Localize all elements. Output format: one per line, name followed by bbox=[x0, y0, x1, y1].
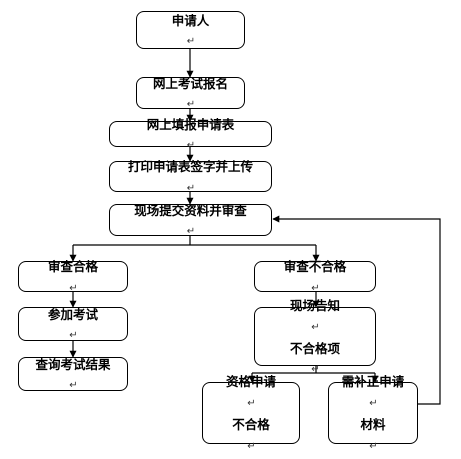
return-mark-icon: ↵ bbox=[186, 140, 196, 152]
node-query-result-text: 查询考试结果 bbox=[35, 356, 111, 372]
node-fill-form: 网上填报申请表 ↵ bbox=[109, 117, 272, 151]
node-review-fail: 审查不合格 ↵ bbox=[254, 259, 376, 294]
node-review-pass-text: 审查合格 bbox=[47, 259, 98, 275]
return-mark-icon: ↵ bbox=[247, 398, 256, 409]
node-unqualified-line-1: 资格申请 bbox=[225, 374, 276, 390]
node-review-pass: 审查合格 ↵ bbox=[18, 259, 128, 294]
node-take-exam: 参加考试 ↵ bbox=[18, 307, 128, 341]
node-notify: 现场告知 ↵ 不合格项 ↵ bbox=[254, 298, 376, 375]
node-query-result: 查询考试结果 ↵ bbox=[18, 357, 128, 391]
node-online-register: 网上考试报名 ↵ bbox=[136, 76, 245, 110]
return-mark-icon: ↵ bbox=[311, 321, 320, 333]
node-print-sign-text: 打印申请表签字并上传 bbox=[127, 159, 253, 175]
node-supplement-line-2: 材料 bbox=[360, 417, 386, 432]
node-onsite-review-text: 现场提交资料并审查 bbox=[134, 202, 247, 218]
arrow-supplement-loop-back bbox=[272, 215, 441, 405]
node-online-register-text: 网上考试报名 bbox=[152, 75, 228, 91]
return-mark-icon: ↵ bbox=[311, 364, 320, 376]
return-mark-icon: ↵ bbox=[69, 380, 78, 392]
return-mark-icon: ↵ bbox=[186, 99, 196, 111]
node-fill-form-text: 网上填报申请表 bbox=[146, 116, 235, 132]
return-mark-icon: ↵ bbox=[186, 226, 196, 238]
node-print-sign: 打印申请表签字并上传 ↵ bbox=[109, 159, 272, 194]
node-unqualified: 资格申请 ↵ 不合格 ↵ bbox=[202, 374, 300, 452]
return-mark-icon: ↵ bbox=[369, 440, 378, 452]
node-take-exam-text: 参加考试 bbox=[47, 306, 98, 322]
return-mark-icon: ↵ bbox=[69, 282, 78, 294]
node-onsite-review: 现场提交资料并审查 ↵ bbox=[109, 203, 272, 237]
node-supplement: 需补正申请 ↵ 材料 ↵ bbox=[328, 374, 418, 452]
node-notify-line-1: 现场告知 bbox=[289, 297, 340, 313]
node-applicant-text: 申请人 bbox=[171, 12, 210, 28]
node-notify-line-2: 不合格项 bbox=[289, 340, 340, 356]
node-review-fail-text: 审查不合格 bbox=[283, 259, 347, 275]
return-mark-icon: ↵ bbox=[69, 330, 78, 342]
return-mark-icon: ↵ bbox=[186, 36, 196, 48]
return-mark-icon: ↵ bbox=[186, 182, 196, 194]
node-applicant: 申请人 ↵ bbox=[136, 11, 245, 49]
return-mark-icon: ↵ bbox=[247, 440, 256, 452]
return-mark-icon: ↵ bbox=[369, 398, 378, 409]
node-unqualified-line-2: 不合格 bbox=[232, 417, 270, 432]
return-mark-icon: ↵ bbox=[311, 282, 320, 294]
node-supplement-line-1: 需补正申请 bbox=[341, 374, 405, 390]
